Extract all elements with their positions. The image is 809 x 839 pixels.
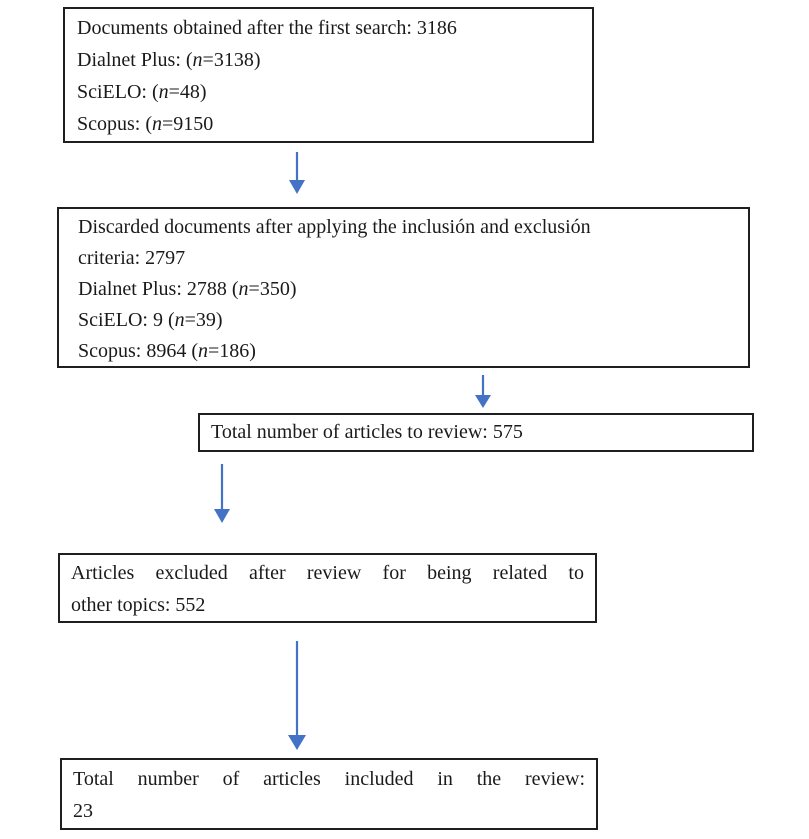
arrow-down-2-icon <box>475 375 491 408</box>
flow-box-text-line: 23 <box>73 800 93 822</box>
flow-box-articles-included: Total number of articles included in the… <box>60 758 598 830</box>
flow-box-text-line: Scopus: 8964 (n=186) <box>78 340 256 362</box>
flow-box-text-line: criteria: 2797 <box>78 247 186 269</box>
flow-box-text-line: Dialnet Plus: 2788 (n=350) <box>78 278 297 300</box>
flow-box-articles-to-review: Total number of articles to review: 575 <box>198 413 754 452</box>
flow-box-text-line: Dialnet Plus: (n=3138) <box>77 49 261 71</box>
flow-box-text-line: Total number of articles to review: 575 <box>211 421 523 443</box>
flow-box-text-line: Total number of articles included in the… <box>73 768 585 790</box>
flow-box-documents-obtained: Documents obtained after the first searc… <box>63 7 594 143</box>
flow-box-text-line: SciELO: 9 (n=39) <box>78 309 223 331</box>
flow-box-text-line: Documents obtained after the first searc… <box>77 17 457 39</box>
flow-box-text-line: Articles excluded after review for being… <box>71 562 584 584</box>
flow-box-text-line: other topics: 552 <box>71 594 206 616</box>
arrow-down-4-icon <box>288 641 306 750</box>
flow-box-articles-excluded: Articles excluded after review for being… <box>58 553 597 623</box>
flow-box-text-line: Discarded documents after applying the i… <box>78 216 591 238</box>
flow-box-text-line: Scopus: (n=9150 <box>77 113 214 135</box>
flow-box-text-line: SciELO: (n=48) <box>77 81 207 103</box>
arrow-down-1-icon <box>289 152 305 194</box>
arrow-down-3-icon <box>214 464 230 523</box>
flow-box-discarded-documents: Discarded documents after applying the i… <box>57 207 750 368</box>
